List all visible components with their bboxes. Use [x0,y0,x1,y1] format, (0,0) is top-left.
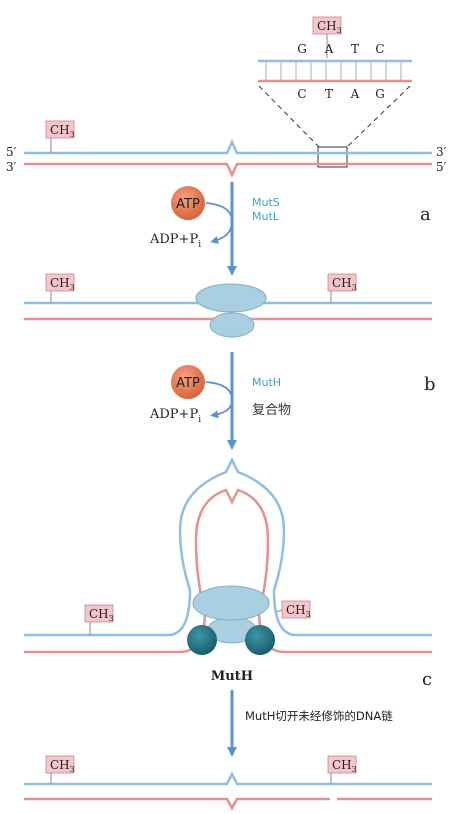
mutl-protein [209,312,255,338]
svg-text:CH3: CH3 [286,603,311,619]
methyl-tag-3-left: CH3 [84,604,114,635]
methyl-tag-2-left: CH3 [45,273,75,303]
daughter-strand-4-left [24,797,330,811]
muth-label-b: MutH [252,376,281,389]
atp-curve-b [205,381,233,419]
atp-label-a: ATP [176,197,200,212]
step-c-letter: c [422,669,432,690]
muts-protein-c [192,585,270,621]
svg-text:CH3: CH3 [50,276,75,292]
parent-strand-1 [24,138,432,155]
svg-text:T: T [351,42,359,56]
methyl-tag-3-right: CH3 [275,600,311,619]
muth-label-c: MutH [211,669,253,684]
methyl-tag-4-right: CH3 [327,755,357,784]
svg-text:C: C [297,87,306,101]
svg-text:A: A [324,42,334,56]
adp-label-a: ADP+Pi [149,232,201,250]
mutl-label: MutL [252,210,280,223]
step-a: ATP ADP+Pi MutS MutL a [149,182,431,276]
muth-protein-left [187,625,217,655]
atp-label-b: ATP [176,376,200,391]
step-b: ATP ADP+Pi MutH 复合物 b [149,352,436,450]
end-3prime-right: 3′ [436,145,447,159]
methylation-site-detail: CH3 G A T C C T A G [258,16,412,168]
muts-label: MutS [252,196,280,209]
dna-duplex-2: CH3 CH3 [24,273,432,338]
svg-text:T: T [325,87,333,101]
end-5prime-right: 5′ [436,160,447,174]
complex-label: 复合物 [252,403,291,418]
daughter-strand-1 [24,162,432,179]
atp-circle-b [171,365,205,399]
step-a-letter: a [420,204,431,225]
svg-text:CH3: CH3 [50,758,75,774]
svg-text:CH3: CH3 [317,19,342,35]
svg-text:A: A [350,87,360,101]
svg-text:CH3: CH3 [332,276,357,292]
end-5prime-left: 5′ [6,145,17,159]
muts-protein [195,283,267,313]
dna-duplex-1: 5′ 3′ 3′ 5′ CH3 [6,120,447,179]
svg-text:CH3: CH3 [50,123,75,139]
end-3prime-left: 3′ [6,160,17,174]
dna-duplex-4: CH3 CH3 [24,755,432,811]
detail-base-pairs [265,62,402,80]
parent-strand-4 [24,771,432,786]
svg-text:CH3: CH3 [332,758,357,774]
atp-curve-a [205,202,233,244]
parent-strand-loop [24,457,432,637]
adp-label-b: ADP+Pi [149,407,201,425]
zoom-box [317,146,348,168]
methyl-tag-2-right: CH3 [327,273,357,303]
muth-cut-note: MutH切开未经修饰的DNA链 [245,709,393,723]
muth-protein-right [245,625,275,655]
methyl-tag-detail: CH3 [312,16,342,58]
svg-text:CH3: CH3 [89,607,114,623]
upper-sequence: G A T C [297,42,384,56]
svg-text:G: G [297,42,307,56]
dna-loop: CH3 CH3 MutH [24,457,432,684]
step-c: c MutH切开未经修饰的DNA链 [227,669,432,757]
zoom-lines [258,85,411,148]
svg-text:C: C [375,42,384,56]
methyl-tag-4-left: CH3 [45,755,75,784]
atp-circle-a [171,186,205,220]
lower-sequence: C T A G [297,87,384,101]
methyl-tag-1: CH3 [45,120,75,153]
step-b-letter: b [424,374,436,395]
svg-text:G: G [375,87,385,101]
